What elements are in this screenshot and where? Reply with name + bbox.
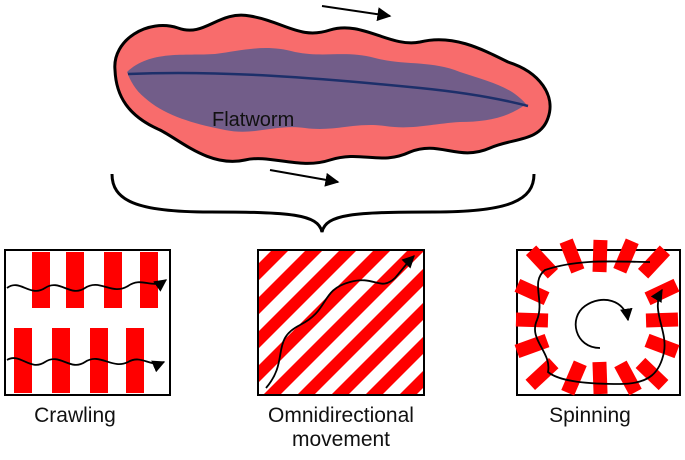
stripe bbox=[365, 336, 424, 395]
motion-arrow-bottom bbox=[269, 169, 340, 187]
stripe bbox=[32, 252, 50, 308]
stripe bbox=[258, 250, 357, 349]
stripe bbox=[399, 370, 424, 395]
label-line: Crawling bbox=[34, 404, 116, 427]
omnidirectional-panel bbox=[257, 249, 425, 396]
spinning-label: Spinning bbox=[520, 404, 660, 428]
stripe bbox=[90, 328, 108, 393]
circular-arrow-icon bbox=[534, 260, 666, 385]
omnidirectional-label: Omnidirectional movement bbox=[236, 404, 446, 452]
motion-arrow-top bbox=[321, 5, 392, 22]
stripe bbox=[66, 252, 84, 308]
wavy-arrow-icon bbox=[6, 357, 166, 373]
stripe bbox=[263, 250, 424, 395]
radial-stripe-pattern bbox=[514, 238, 680, 396]
flatworm-midline bbox=[127, 71, 529, 108]
stripe bbox=[592, 239, 608, 273]
wavy-arrow-icon bbox=[265, 255, 415, 389]
label-line: Spinning bbox=[549, 404, 631, 427]
stripe bbox=[258, 250, 391, 383]
stripe bbox=[525, 245, 559, 279]
flatworm-label: Flatworm bbox=[212, 109, 295, 131]
stripe bbox=[514, 279, 550, 305]
stripe bbox=[561, 360, 587, 396]
stripe bbox=[613, 238, 639, 274]
stripe bbox=[614, 360, 642, 396]
stripe bbox=[514, 333, 550, 359]
stripe bbox=[645, 312, 679, 328]
stripe bbox=[559, 238, 585, 274]
crawling-panel bbox=[4, 249, 171, 396]
stripe bbox=[592, 361, 608, 395]
label-line: Omnidirectional bbox=[268, 404, 414, 427]
stripe bbox=[515, 312, 549, 328]
stripe bbox=[258, 250, 323, 315]
flatworm bbox=[113, 5, 552, 187]
wavy-arrow-icon bbox=[6, 279, 168, 292]
grouping-brace bbox=[110, 173, 536, 233]
stripe bbox=[126, 328, 144, 393]
stripe bbox=[140, 252, 158, 308]
crawling-label: Crawling bbox=[5, 404, 145, 428]
flatworm-gut bbox=[127, 48, 526, 132]
stripe bbox=[297, 268, 424, 395]
spinning-panel bbox=[514, 238, 681, 396]
stripe bbox=[635, 357, 669, 391]
stripe bbox=[525, 357, 559, 391]
panel-frame bbox=[257, 249, 425, 396]
diagonal-stripe-pattern bbox=[258, 250, 424, 395]
stripe bbox=[637, 245, 671, 279]
stripe bbox=[331, 302, 424, 395]
label-line: movement bbox=[291, 428, 391, 451]
stripe bbox=[644, 333, 680, 359]
circular-arrow-icon bbox=[574, 298, 633, 349]
stripe bbox=[104, 252, 122, 308]
stripe bbox=[258, 250, 289, 281]
